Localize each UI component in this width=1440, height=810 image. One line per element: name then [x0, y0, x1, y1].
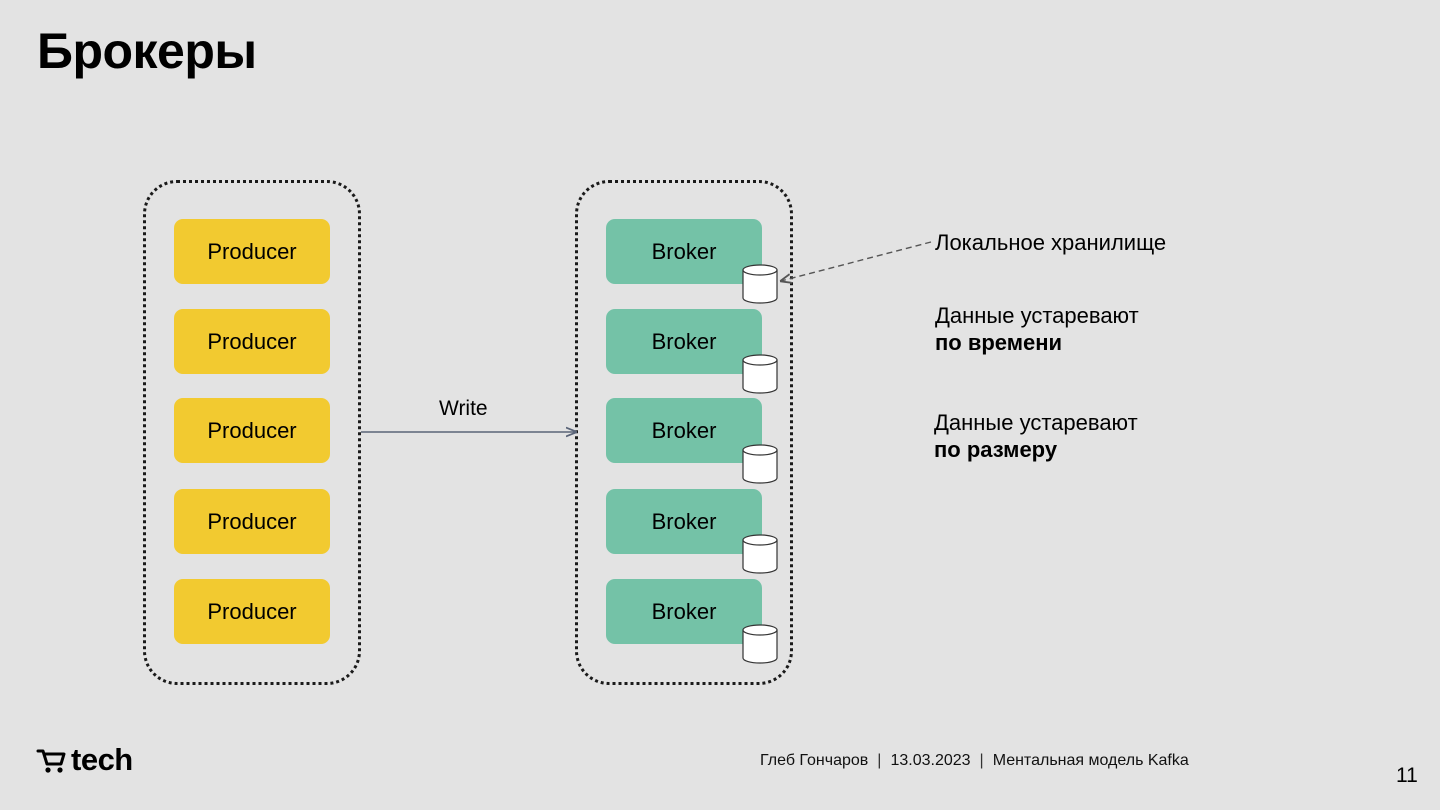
broker-label: Broker [651, 328, 717, 354]
retention-time-note: Данные устаревают по времени [935, 302, 1139, 356]
storage-note: Локальное хранилище [935, 230, 1167, 255]
database-icon [742, 264, 778, 304]
producer-node: Producer [174, 579, 330, 644]
producer-node: Producer [174, 489, 330, 554]
producer-label: Producer [207, 238, 297, 264]
write-arrow-label: Write [439, 397, 488, 420]
broker-node: Broker [606, 398, 762, 463]
retention-size-note: Данные устаревают по размеру [934, 409, 1138, 463]
footer-separator: | [877, 752, 882, 769]
producer-label: Producer [207, 328, 297, 354]
broker-node: Broker [606, 309, 762, 374]
database-icon [742, 354, 778, 394]
footer-topic: Ментальная модель Kafka [992, 752, 1189, 769]
broker-label: Broker [651, 238, 717, 264]
footer-author: Глеб Гончаров [760, 752, 869, 769]
brand-logo: tech [36, 742, 133, 778]
page-number: 11 [1396, 764, 1418, 787]
database-icon [742, 534, 778, 574]
producer-node: Producer [174, 309, 330, 374]
footer-separator: | [979, 752, 984, 769]
broker-label: Broker [651, 417, 717, 443]
slide-title: Брокеры [37, 23, 257, 79]
retention-size-emphasis: по размеру [934, 437, 1058, 462]
database-icon [742, 624, 778, 664]
cart-icon [36, 749, 66, 773]
producer-label: Producer [207, 598, 297, 624]
producer-label: Producer [207, 417, 297, 443]
broker-node: Broker [606, 579, 762, 644]
broker-node: Broker [606, 219, 762, 284]
broker-label: Broker [651, 508, 717, 534]
producers-group [143, 180, 361, 685]
retention-time-emphasis: по времени [935, 330, 1063, 355]
storage-pointer-arrow [781, 241, 932, 281]
footer-date: 13.03.2023 [890, 752, 971, 769]
retention-time-text: Данные устаревают [935, 303, 1139, 328]
database-icon [742, 444, 778, 484]
broker-label: Broker [651, 598, 717, 624]
producer-label: Producer [207, 508, 297, 534]
producer-node: Producer [174, 398, 330, 463]
broker-node: Broker [606, 489, 762, 554]
producer-node: Producer [174, 219, 330, 284]
brand-logo-text: tech [71, 742, 133, 777]
slide-footer: Глеб Гончаров | 13.03.2023 | Ментальная моде… [760, 752, 1189, 770]
retention-size-text: Данные устаревают [934, 410, 1138, 435]
